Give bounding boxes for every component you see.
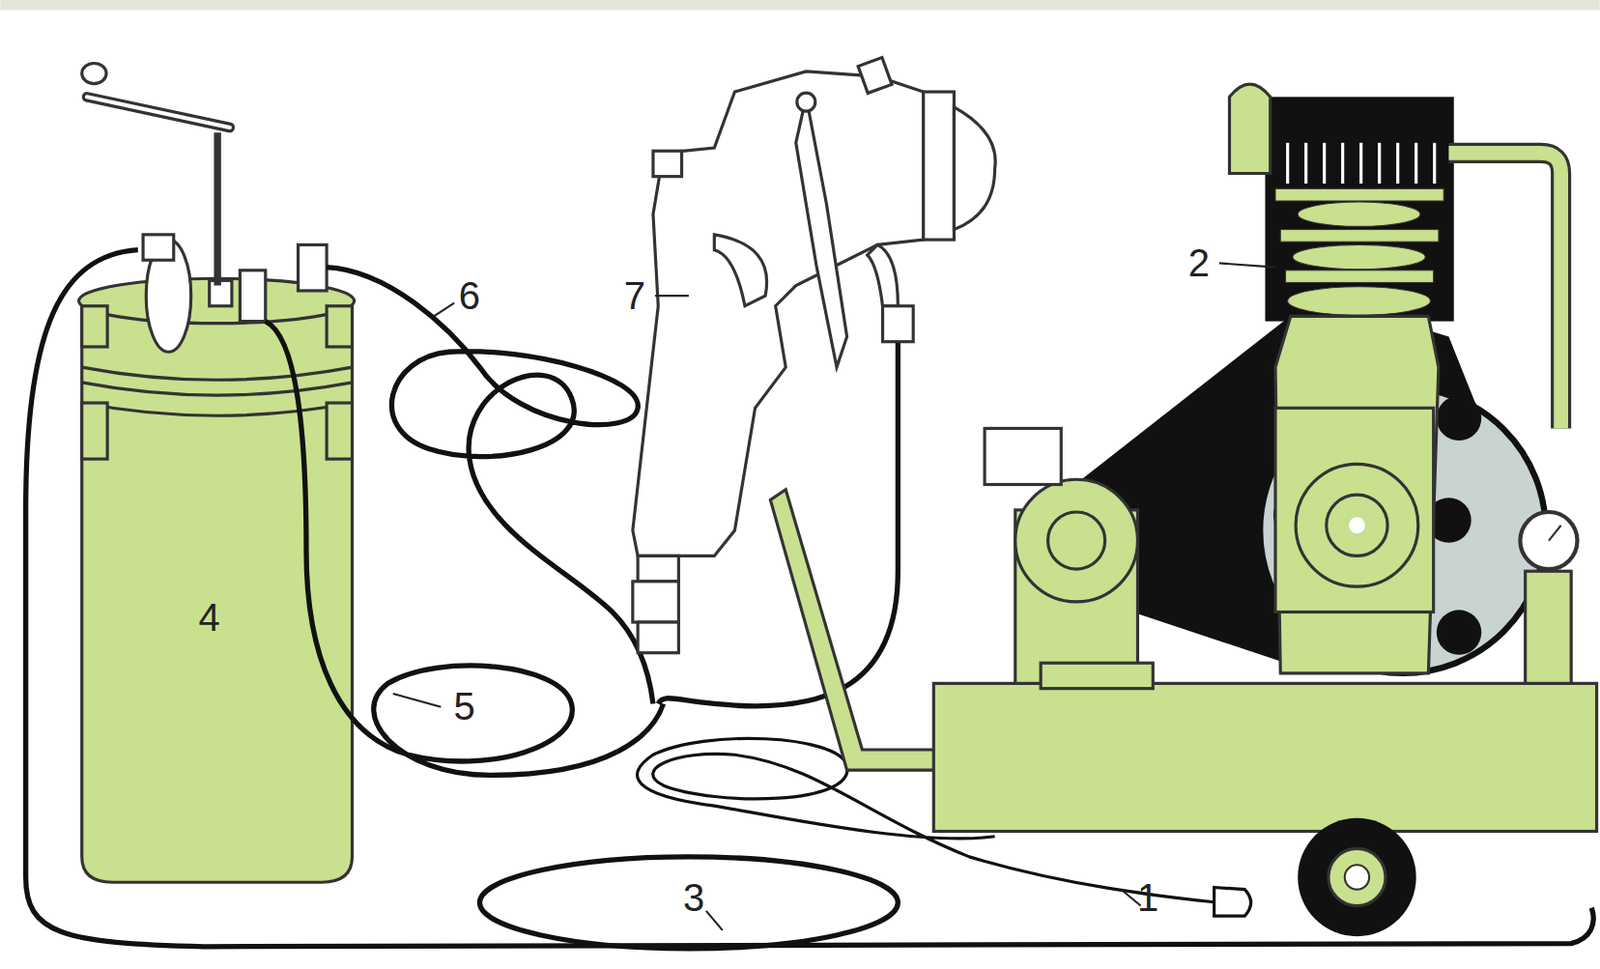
fitting bbox=[883, 306, 915, 343]
gun-grip bbox=[714, 234, 767, 307]
callout-number: 5 bbox=[453, 686, 475, 726]
air-hose bbox=[326, 267, 654, 705]
air-filter bbox=[1228, 84, 1270, 173]
callout-number: 6 bbox=[458, 276, 481, 315]
bearing bbox=[1348, 516, 1366, 534]
cylinder bbox=[1292, 244, 1426, 269]
callout-number: 1 bbox=[1137, 878, 1159, 917]
switch-box bbox=[984, 428, 1061, 485]
cylinder-head bbox=[1264, 96, 1454, 321]
gauge-needle bbox=[1548, 525, 1562, 542]
air-cap bbox=[953, 107, 996, 230]
air-cap-ring bbox=[923, 91, 955, 240]
fitting bbox=[632, 581, 680, 623]
air-hose bbox=[26, 250, 1595, 947]
crankcase bbox=[1275, 315, 1439, 674]
valve bbox=[239, 270, 265, 322]
clamp bbox=[82, 306, 108, 347]
motor-end bbox=[1015, 479, 1139, 602]
motor-foot bbox=[1040, 662, 1153, 688]
outlet-pipe bbox=[1448, 152, 1561, 429]
crank-rod bbox=[213, 132, 221, 286]
flywheel-hole bbox=[1436, 609, 1482, 655]
trolley-base bbox=[933, 683, 1597, 831]
callout-number: 4 bbox=[198, 598, 220, 637]
clamp bbox=[82, 402, 108, 459]
pivot bbox=[797, 92, 816, 112]
valve bbox=[298, 244, 328, 291]
callout-number: 2 bbox=[1188, 243, 1210, 283]
outlet-pipe bbox=[1448, 152, 1561, 429]
cylinder bbox=[1287, 286, 1431, 316]
fitting bbox=[637, 555, 679, 581]
bearing bbox=[1326, 494, 1388, 556]
wheel-hub bbox=[1344, 864, 1370, 889]
wheel-hub bbox=[1328, 848, 1386, 906]
clamp bbox=[326, 306, 352, 347]
crank-handle bbox=[86, 96, 230, 128]
trigger bbox=[796, 96, 848, 368]
crank-handle bbox=[86, 96, 230, 128]
clamp bbox=[326, 402, 352, 459]
fin bbox=[1280, 229, 1439, 243]
fin bbox=[1285, 270, 1434, 284]
hose-coil bbox=[479, 857, 898, 949]
motor-shaft bbox=[1048, 512, 1106, 570]
leader-lines bbox=[393, 262, 1276, 930]
flywheel-hole bbox=[1436, 396, 1482, 441]
bearing bbox=[1295, 463, 1419, 587]
crank-knob bbox=[82, 62, 107, 84]
plug bbox=[1214, 887, 1252, 917]
fin bbox=[1275, 188, 1444, 201]
cylinder bbox=[1297, 201, 1421, 227]
adjust-knob bbox=[653, 150, 683, 176]
spray-gun bbox=[632, 71, 924, 557]
crankcase bbox=[1275, 407, 1434, 612]
valve bbox=[142, 234, 174, 260]
pressure-gauge bbox=[1519, 512, 1577, 570]
paint-hose bbox=[265, 321, 664, 776]
top-band bbox=[0, 0, 1600, 11]
cooling-fins bbox=[1287, 142, 1435, 184]
pressure-tank bbox=[82, 306, 353, 884]
adjust-knob bbox=[857, 57, 892, 94]
fluid-inlet bbox=[867, 244, 899, 306]
wheel bbox=[1297, 818, 1416, 937]
callout-number: 7 bbox=[624, 276, 646, 315]
fitting bbox=[637, 622, 679, 654]
gauge-stand bbox=[1525, 571, 1572, 684]
callout-number: 3 bbox=[683, 878, 705, 917]
tank-bands bbox=[82, 367, 353, 416]
